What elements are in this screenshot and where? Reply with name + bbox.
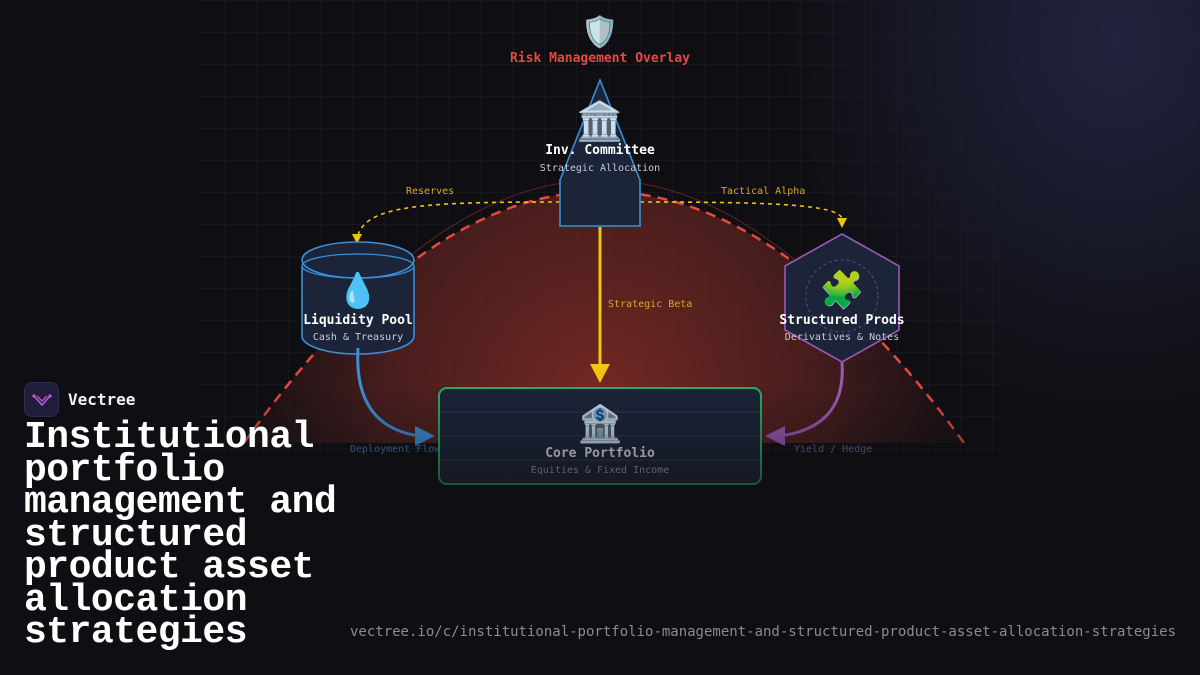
- edge-label-reserves: Reserves: [406, 186, 454, 197]
- page-url[interactable]: vectree.io/c/institutional-portfolio-man…: [349, 624, 1176, 640]
- edge-strategic-beta-arrowhead: [590, 364, 610, 383]
- liquidity-subtitle: Cash & Treasury: [313, 332, 403, 343]
- vectree-logo-icon: [24, 382, 59, 417]
- edge-reserves: [356, 201, 561, 242]
- committee-subtitle: Strategic Allocation: [540, 163, 660, 174]
- structured-subtitle: Derivatives & Notes: [785, 332, 899, 343]
- edge-label-tactical-alpha: Tactical Alpha: [721, 186, 805, 197]
- edge-tactical-arrowhead: [837, 218, 847, 228]
- edge-label-strategic-beta: Strategic Beta: [608, 299, 692, 310]
- brand-name: Vectree: [68, 390, 136, 409]
- droplet-icon: 💧: [337, 271, 379, 311]
- liquidity-node-rim: [301, 253, 415, 279]
- liquidity-title: Liquidity Pool: [303, 313, 413, 328]
- core-subtitle: Equities & Fixed Income: [531, 465, 669, 476]
- structured-title: Structured Prods: [779, 313, 904, 328]
- risk-overlay-label: Risk Management Overlay: [510, 51, 690, 66]
- edge-reserves-arrowhead: [352, 234, 362, 244]
- brand: Vectree: [24, 382, 135, 417]
- committee-title: Inv. Committee: [545, 143, 655, 158]
- core-title: Core Portfolio: [545, 446, 655, 461]
- classical-building-icon: 🏛️: [576, 99, 623, 143]
- bank-icon: 🏦: [578, 403, 623, 445]
- shield-icon: 🛡️: [581, 14, 618, 50]
- page-title: Institutional portfolio management and s…: [24, 416, 337, 654]
- committee-node-shape: [559, 77, 641, 227]
- edge-label-deployment-flow: Deployment Flow: [350, 444, 441, 455]
- puzzle-piece-icon: 🧩: [820, 269, 865, 311]
- edge-label-yield-hedge: Yield / Hedge: [794, 444, 872, 455]
- structured-node-ring: [805, 259, 879, 333]
